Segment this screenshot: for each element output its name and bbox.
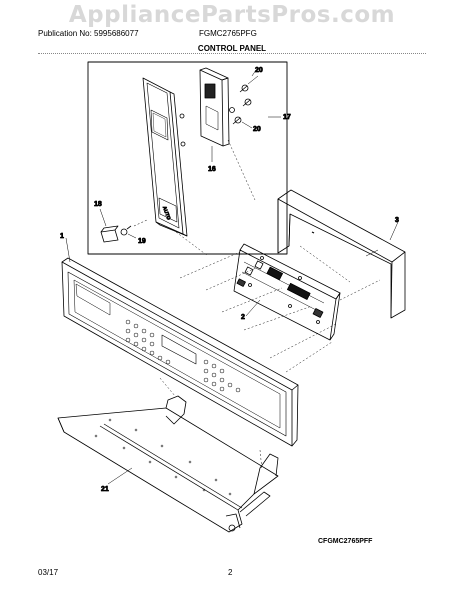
assembly-guide-lines: [159, 139, 381, 471]
watermark: AppliancePartsPros.com: [68, 2, 396, 28]
callout-21: 21: [101, 486, 109, 493]
page-title: CONTROL PANEL: [197, 44, 267, 53]
callout-20-bottom: 20: [253, 126, 261, 133]
inset-screws: [229, 75, 259, 129]
inset-box: [87, 61, 288, 255]
callout-2: 2: [241, 314, 245, 321]
control-panel-console: [61, 257, 299, 447]
callout-3: 3: [395, 217, 399, 224]
leader-lines: [65, 69, 399, 485]
callout-18: 18: [94, 201, 102, 208]
lower-tray-bracket: [57, 395, 279, 533]
callout-19: 19: [138, 238, 146, 245]
bracket-trim: [277, 189, 406, 319]
page-number: 2: [228, 568, 233, 577]
callout-16: 16: [208, 166, 216, 173]
publication-number: Publication No: 5995686077: [38, 29, 139, 38]
figure-code: CFGMC2765PFF: [318, 538, 373, 545]
model-number: FGMC2765PFG: [199, 29, 257, 38]
callout-17: 17: [283, 114, 291, 121]
footer-date: 03/17: [38, 568, 59, 577]
inset-control-board: [199, 67, 230, 147]
header-divider: [38, 53, 426, 56]
callout-1: 1: [60, 233, 64, 240]
inset-vertical-frame: AUTO: [142, 77, 188, 237]
inset-button-and-screw: [99, 208, 148, 243]
callout-20-top: 20: [255, 67, 263, 74]
svg-text:AUTO: AUTO: [161, 206, 171, 221]
electronic-control-board: [233, 243, 341, 341]
